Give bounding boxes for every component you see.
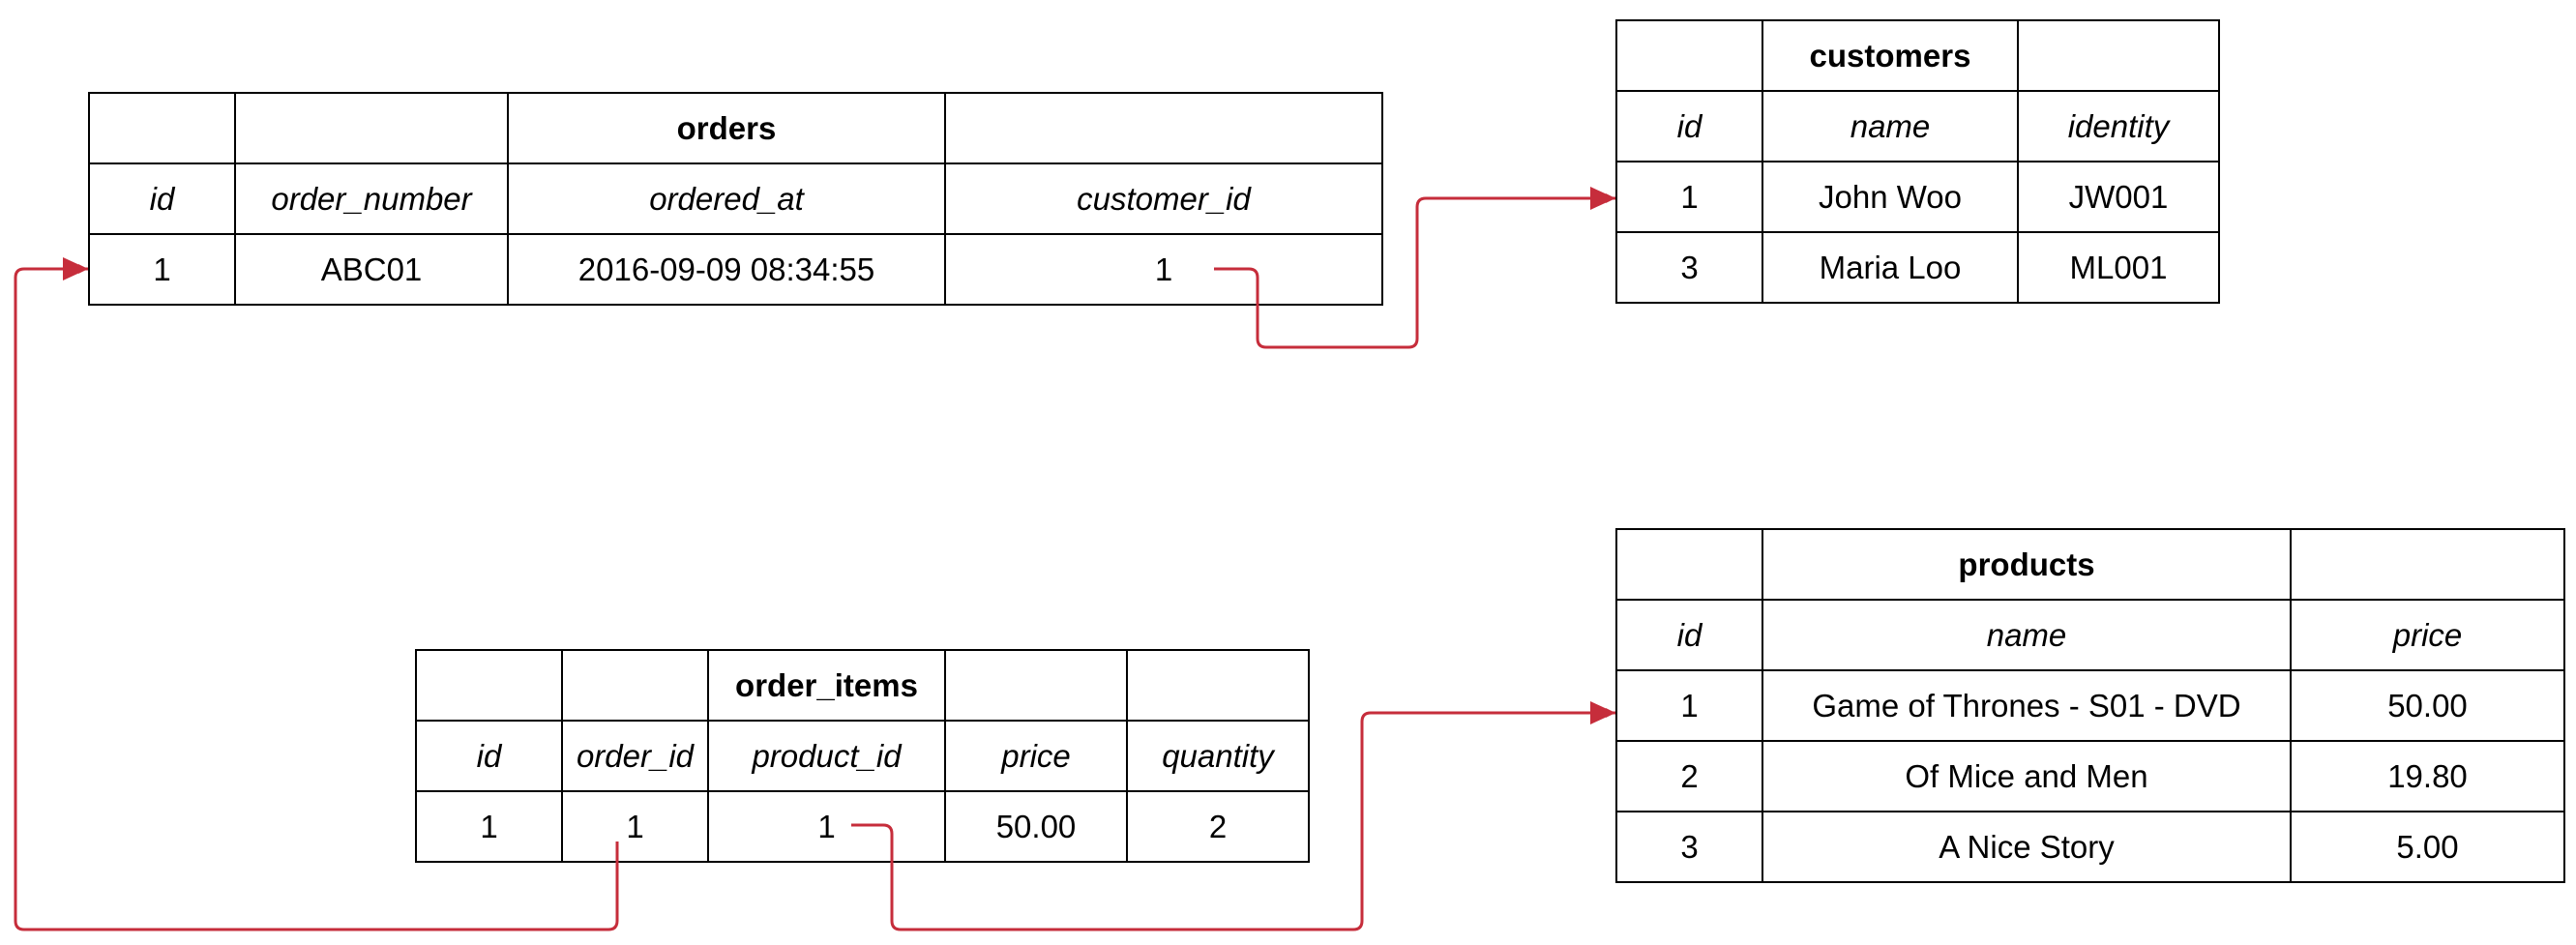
table-title-row: order_items bbox=[415, 649, 1310, 722]
column-header-row: id order_id product_id price quantity bbox=[415, 720, 1310, 792]
customers-table: customers id name identity 1 John Woo JW… bbox=[1615, 19, 2220, 304]
column-header: name bbox=[1762, 599, 2292, 671]
table-title: products bbox=[1762, 528, 2292, 601]
arrowhead-icon bbox=[1590, 187, 1615, 210]
table-cell: JW001 bbox=[2017, 161, 2220, 233]
table-row: 1 ABC01 2016-09-09 08:34:55 1 bbox=[88, 233, 1383, 306]
arrowhead-icon bbox=[63, 257, 88, 281]
table-cell: A Nice Story bbox=[1762, 811, 2292, 883]
table-title-row: customers bbox=[1615, 19, 2220, 92]
orders-table: orders id order_number ordered_at custom… bbox=[88, 92, 1383, 306]
table-title: order_items bbox=[707, 649, 946, 722]
table-row: 2 Of Mice and Men 19.80 bbox=[1615, 740, 2565, 812]
table-cell: 1 bbox=[1615, 669, 1763, 742]
empty-cell bbox=[2017, 19, 2220, 92]
empty-cell bbox=[944, 92, 1383, 164]
table-row: 1 John Woo JW001 bbox=[1615, 161, 2220, 233]
column-header: order_number bbox=[234, 162, 509, 235]
table-cell: 50.00 bbox=[944, 790, 1128, 863]
table-cell: 50.00 bbox=[2290, 669, 2565, 742]
table-cell: Of Mice and Men bbox=[1762, 740, 2292, 812]
table-title: orders bbox=[507, 92, 946, 164]
empty-cell bbox=[234, 92, 509, 164]
table-title-row: products bbox=[1615, 528, 2565, 601]
table-cell: 3 bbox=[1615, 811, 1763, 883]
arrowhead-icon bbox=[1590, 701, 1615, 724]
table-title: customers bbox=[1762, 19, 2019, 92]
empty-cell bbox=[1126, 649, 1310, 722]
column-header: id bbox=[415, 720, 563, 792]
table-cell: Game of Thrones - S01 - DVD bbox=[1762, 669, 2292, 742]
order-items-table: order_items id order_id product_id price… bbox=[415, 649, 1310, 863]
empty-cell bbox=[944, 649, 1128, 722]
table-row: 3 A Nice Story 5.00 bbox=[1615, 811, 2565, 883]
column-header-row: id order_number ordered_at customer_id bbox=[88, 162, 1383, 235]
table-title-row: orders bbox=[88, 92, 1383, 164]
table-cell: 1 bbox=[88, 233, 236, 306]
table-cell: Maria Loo bbox=[1762, 231, 2019, 304]
column-header: price bbox=[944, 720, 1128, 792]
table-cell: 1 bbox=[415, 790, 563, 863]
column-header: price bbox=[2290, 599, 2565, 671]
table-cell: 2016-09-09 08:34:55 bbox=[507, 233, 946, 306]
table-cell: 1 bbox=[1615, 161, 1763, 233]
column-header: id bbox=[1615, 599, 1763, 671]
empty-cell bbox=[2290, 528, 2565, 601]
table-cell: ABC01 bbox=[234, 233, 509, 306]
table-cell: ML001 bbox=[2017, 231, 2220, 304]
table-cell: 1 bbox=[944, 233, 1383, 306]
table-cell: 1 bbox=[707, 790, 946, 863]
column-header: order_id bbox=[561, 720, 709, 792]
column-header: id bbox=[1615, 90, 1763, 162]
table-cell: 1 bbox=[561, 790, 709, 863]
table-row: 1 1 1 50.00 2 bbox=[415, 790, 1310, 863]
column-header-row: id name price bbox=[1615, 599, 2565, 671]
empty-cell bbox=[415, 649, 563, 722]
empty-cell bbox=[1615, 528, 1763, 601]
table-cell: 2 bbox=[1126, 790, 1310, 863]
empty-cell bbox=[561, 649, 709, 722]
table-row: 3 Maria Loo ML001 bbox=[1615, 231, 2220, 304]
column-header: name bbox=[1762, 90, 2019, 162]
column-header: id bbox=[88, 162, 236, 235]
column-header: identity bbox=[2017, 90, 2220, 162]
column-header: quantity bbox=[1126, 720, 1310, 792]
table-cell: 5.00 bbox=[2290, 811, 2565, 883]
column-header: product_id bbox=[707, 720, 946, 792]
column-header: customer_id bbox=[944, 162, 1383, 235]
column-header: ordered_at bbox=[507, 162, 946, 235]
table-cell: 3 bbox=[1615, 231, 1763, 304]
products-table: products id name price 1 Game of Thrones… bbox=[1615, 528, 2565, 883]
table-cell: 19.80 bbox=[2290, 740, 2565, 812]
table-row: 1 Game of Thrones - S01 - DVD 50.00 bbox=[1615, 669, 2565, 742]
column-header-row: id name identity bbox=[1615, 90, 2220, 162]
empty-cell bbox=[1615, 19, 1763, 92]
table-cell: John Woo bbox=[1762, 161, 2019, 233]
table-cell: 2 bbox=[1615, 740, 1763, 812]
empty-cell bbox=[88, 92, 236, 164]
